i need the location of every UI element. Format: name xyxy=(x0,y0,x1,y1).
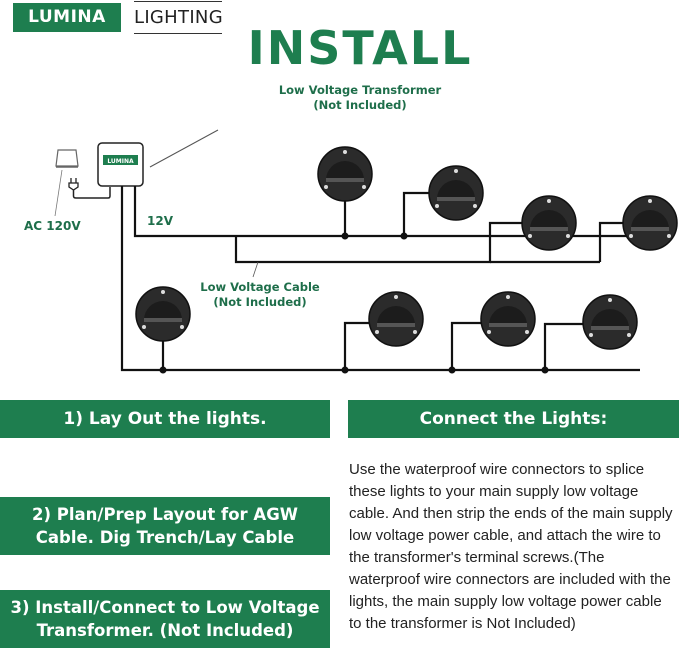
step-2-banner: 2) Plan/Prep Layout for AGW Cable. Dig T… xyxy=(0,497,330,555)
step-1-banner: 1) Lay Out the lights. xyxy=(0,400,330,438)
transformer-label-line2: (Not Included) xyxy=(313,98,407,112)
cable-label-line2: (Not Included) xyxy=(213,295,307,309)
junctions xyxy=(159,232,549,374)
step-3-line1: 3) Install/Connect to Low Voltage xyxy=(10,598,320,617)
cable-label-line1: Low Voltage Cable xyxy=(200,280,320,294)
transformer-label-line1: Low Voltage Transformer xyxy=(278,83,442,97)
transformer-label: Low Voltage Transformer (Not Included) xyxy=(270,83,450,113)
cable-leader-line xyxy=(252,261,259,278)
connect-heading: Connect the Lights: xyxy=(348,400,679,438)
step-3-line2: Transformer. (Not Included) xyxy=(36,621,294,640)
wiring xyxy=(120,186,640,372)
step-light-icon xyxy=(135,286,191,342)
ac-leader-line xyxy=(54,169,63,217)
step-2-line1: 2) Plan/Prep Layout for AGW xyxy=(32,505,298,524)
step-light-icon xyxy=(368,291,424,347)
step-light-icon xyxy=(521,195,577,251)
step-light-icon xyxy=(622,195,678,251)
connect-instructions: Use the waterproof wire connectors to sp… xyxy=(349,461,673,632)
transformer-icon: LUMINA xyxy=(97,142,144,187)
outlet-icon xyxy=(55,149,79,168)
transformer-brand-text: LUMINA xyxy=(107,158,134,165)
step-3-banner: 3) Install/Connect to Low Voltage Transf… xyxy=(0,590,330,648)
step-light-icon xyxy=(480,291,536,347)
step-2-line2: Cable. Dig Trench/Lay Cable xyxy=(35,528,295,547)
step-light-icon xyxy=(428,165,484,221)
wiring-diagram: LUMINA xyxy=(54,129,678,374)
dc-voltage-label: 12V xyxy=(147,214,173,228)
plug-icon xyxy=(68,178,111,199)
transformer-leader-line xyxy=(149,129,219,168)
step-light-icon xyxy=(317,146,373,202)
ac-voltage-label: AC 120V xyxy=(24,219,81,233)
brand-logo: LUMINA xyxy=(13,3,121,32)
step-light-icon xyxy=(582,294,638,350)
brand-wordmark: LIGHTING xyxy=(134,1,223,34)
page-title: INSTALL xyxy=(247,21,473,75)
cable-label: Low Voltage Cable (Not Included) xyxy=(190,280,330,310)
